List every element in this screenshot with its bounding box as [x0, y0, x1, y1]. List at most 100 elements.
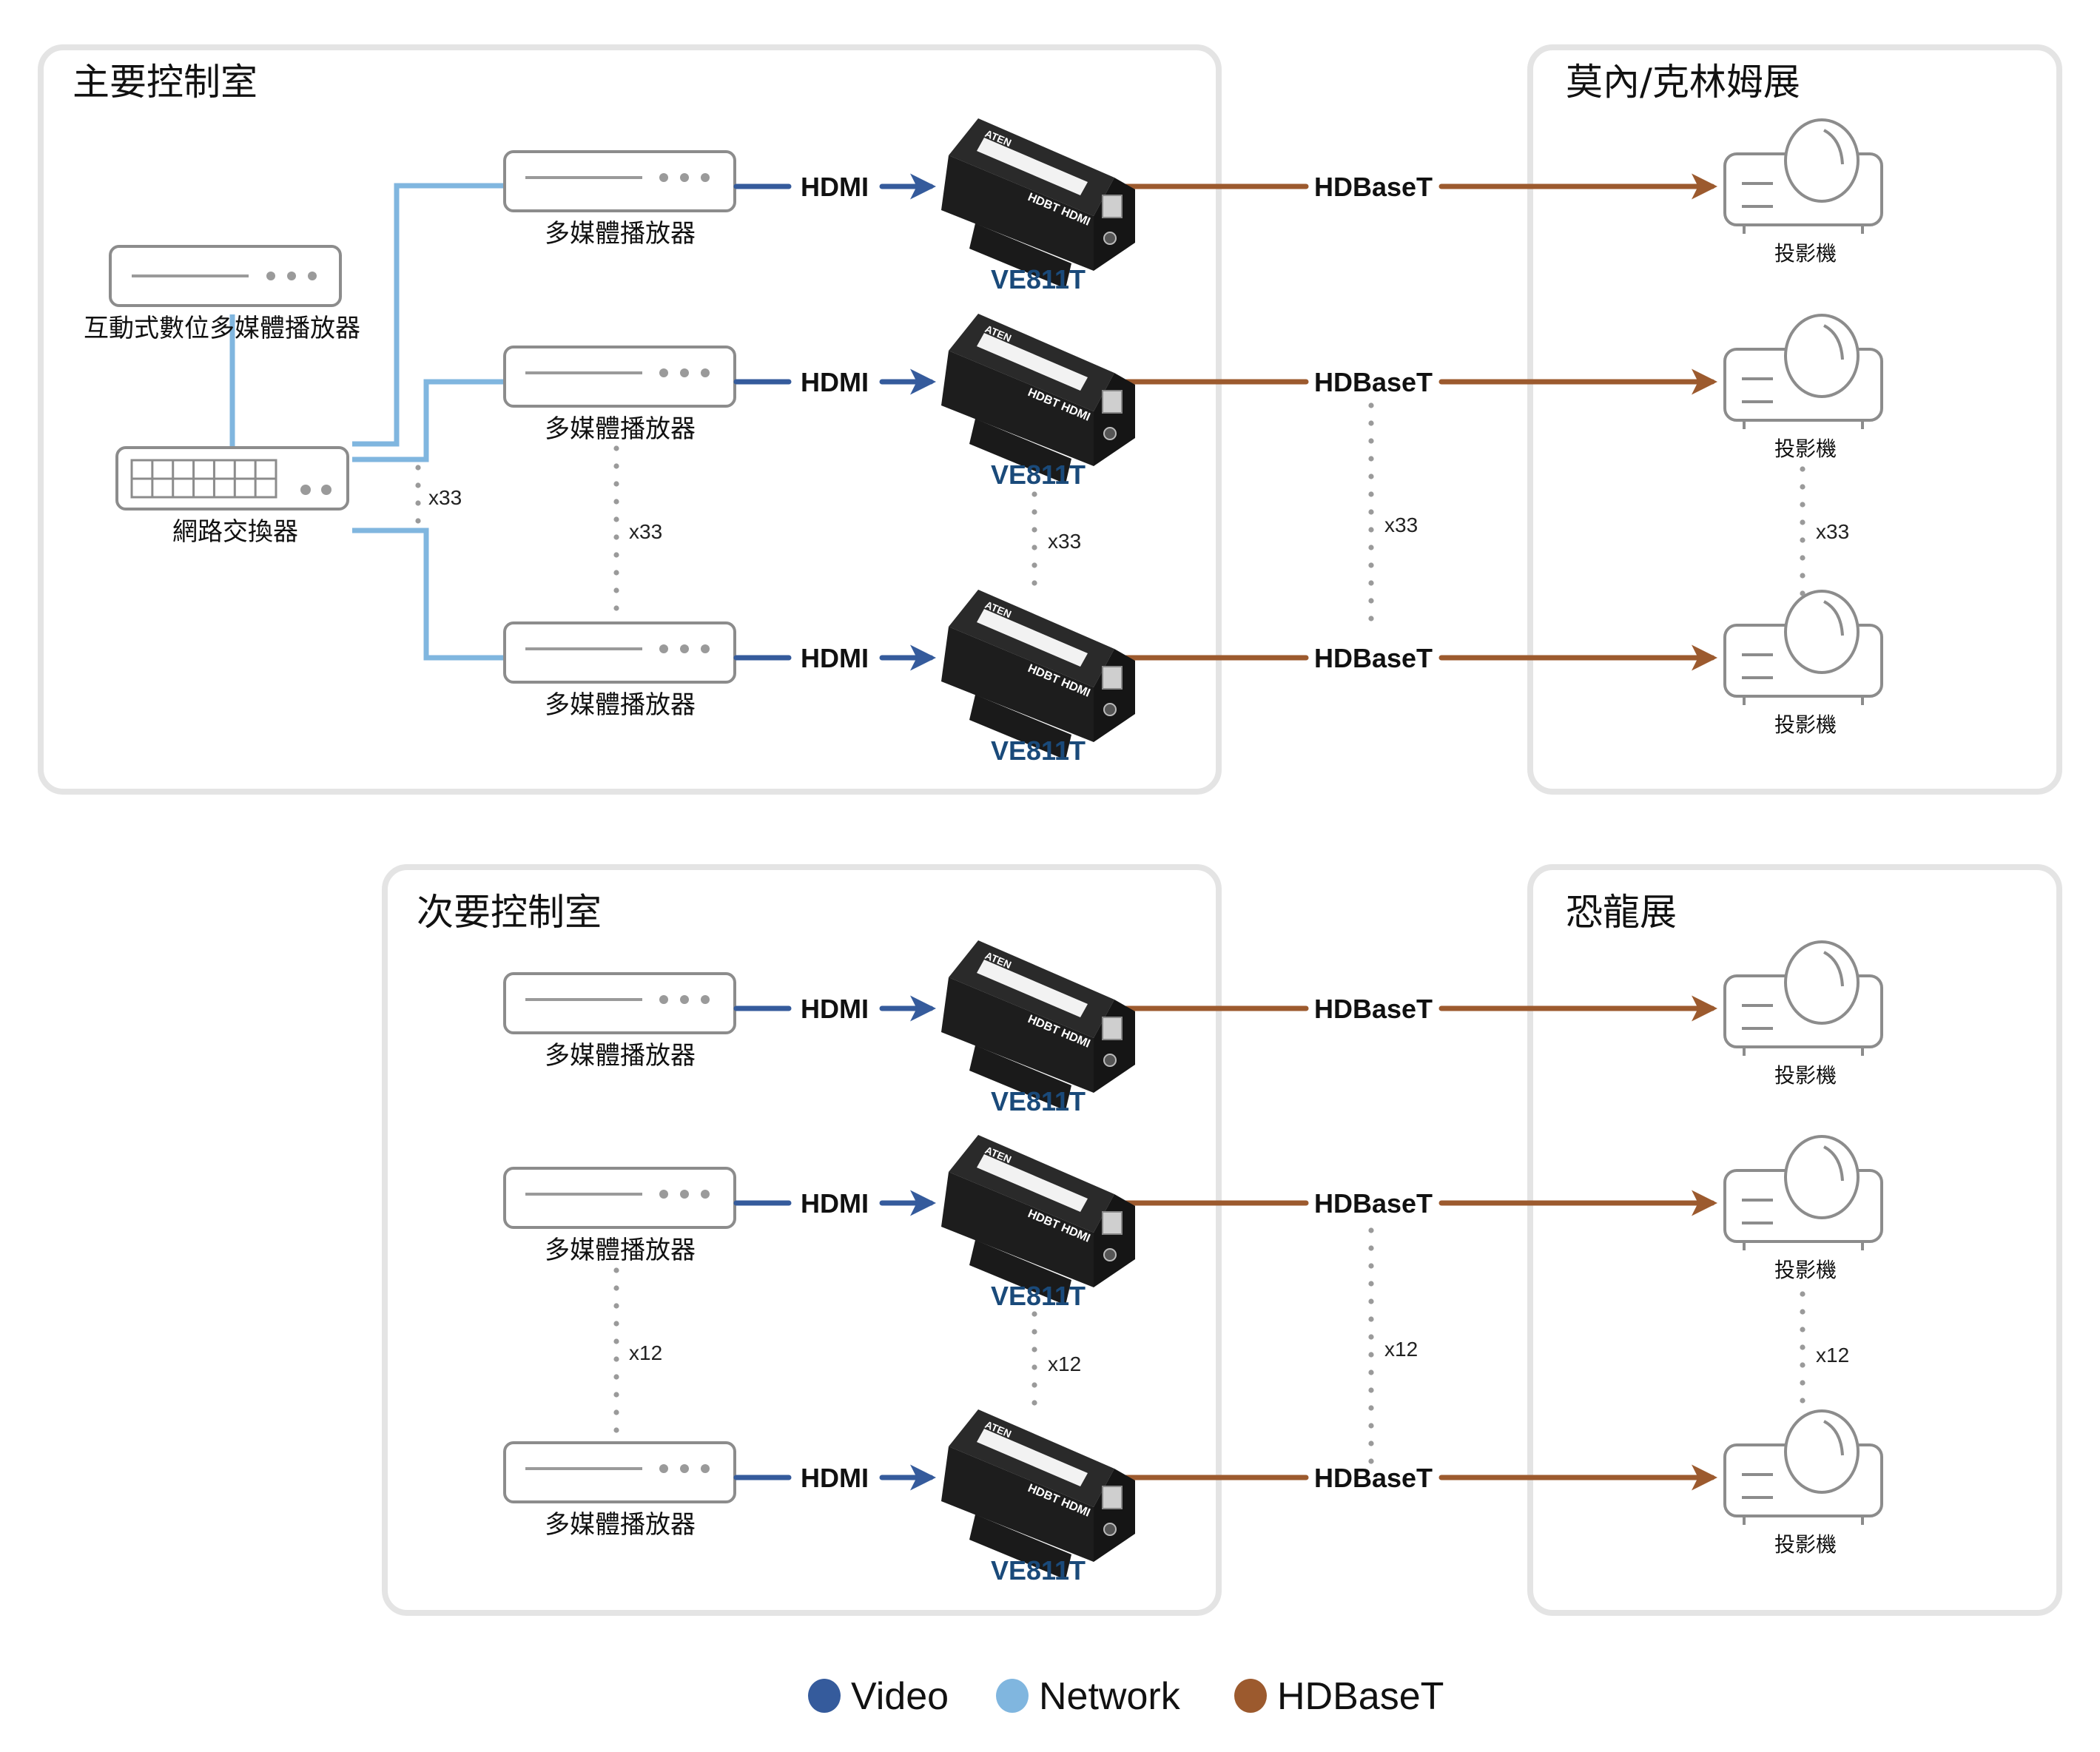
projector-label: 投影機 — [1774, 437, 1837, 461]
extender-front-face — [941, 1446, 1094, 1562]
rj45-port — [1102, 390, 1123, 414]
repeat-count-label: x12 — [1384, 1338, 1418, 1361]
repeat-dot — [613, 587, 619, 593]
hdbaset-link-label: HDBaseT — [1314, 643, 1433, 673]
extender-mount-bracket — [969, 1515, 1071, 1580]
projector-label: 投影機 — [1774, 1532, 1837, 1557]
video-link-label: HDMI — [801, 643, 869, 673]
repeat-dot — [1368, 1298, 1374, 1304]
repeat-dot — [1368, 402, 1374, 408]
repeat-dot — [1032, 562, 1037, 568]
repeat-dot — [613, 1427, 619, 1433]
repeat-dot — [1368, 1281, 1374, 1287]
repeat-dot — [1800, 1380, 1805, 1386]
repeat-dot — [1368, 1227, 1374, 1233]
projector: 投影機 — [1723, 590, 1883, 737]
projector-icon — [1723, 314, 1883, 429]
panel-title-monet-klimt-exhibit: 莫內/克林姆展 — [1566, 61, 1800, 104]
media-player-label: 多媒體播放器 — [545, 219, 696, 249]
repeat-dot — [415, 465, 421, 471]
repeat-dot — [1032, 1311, 1037, 1317]
power-jack — [1103, 703, 1117, 716]
player-led — [659, 995, 668, 1004]
repeat-dot — [1368, 420, 1374, 426]
projector-icon — [1723, 1409, 1883, 1525]
repeat-count-label: x33 — [1816, 520, 1849, 543]
extender-front-face — [941, 155, 1094, 271]
repeat-dot — [613, 1374, 619, 1380]
player-led — [680, 368, 689, 377]
power-jack — [1103, 1054, 1117, 1067]
repeat-dot — [415, 500, 421, 506]
media-player-box — [503, 1167, 736, 1229]
player-led — [701, 1464, 710, 1473]
rj45-port — [1102, 1017, 1123, 1040]
repeat-dot — [1032, 527, 1037, 533]
repeat-dot — [1368, 527, 1374, 533]
player-led — [701, 644, 710, 653]
repeat-count-label: x33 — [629, 520, 662, 543]
player-led — [701, 173, 710, 182]
hdbaset-link-label: HDBaseT — [1314, 367, 1433, 397]
repeat-dot — [1368, 1263, 1374, 1269]
repeat-dot — [1800, 1291, 1805, 1297]
repeat-dot — [1800, 1309, 1805, 1315]
repeat-dot — [1368, 474, 1374, 479]
repeat-dot — [613, 1356, 619, 1362]
projector-icon — [1723, 940, 1883, 1056]
hdbaset-link-label: HDBaseT — [1314, 1188, 1433, 1219]
repeat-count-label: x33 — [1384, 513, 1418, 536]
repeat-dot — [1368, 1441, 1374, 1446]
repeat-count-label: x33 — [1048, 530, 1081, 553]
switch-led — [321, 485, 332, 495]
repeat-dot — [613, 499, 619, 505]
repeat-dot — [1368, 1387, 1374, 1393]
repeat-indicator: x12 — [1032, 1311, 1081, 1406]
repeat-indicator: x33 — [1368, 402, 1418, 621]
projector-lens-highlight — [1823, 951, 1844, 987]
player-led — [680, 173, 689, 182]
repeat-count-label: x33 — [428, 486, 462, 509]
projector: 投影機 — [1723, 314, 1883, 461]
media-player: 多媒體播放器 — [503, 972, 736, 1071]
repeat-dot — [1800, 502, 1805, 508]
repeat-indicator: x12 — [1368, 1227, 1418, 1464]
projector-lens-highlight — [1823, 1145, 1844, 1182]
repeat-indicator: x33 — [1800, 466, 1849, 596]
repeat-dot — [1032, 491, 1037, 497]
media-player-label: 多媒體播放器 — [545, 414, 696, 444]
hdbaset-link-label: HDBaseT — [1314, 994, 1433, 1024]
projector-icon — [1723, 1135, 1883, 1250]
repeat-dot — [1032, 545, 1037, 550]
repeat-dot — [613, 516, 619, 522]
repeat-dot — [1368, 616, 1374, 621]
projector-lens — [1784, 1409, 1860, 1494]
media-player-label: 多媒體播放器 — [545, 1236, 696, 1265]
repeat-dot — [1800, 484, 1805, 490]
player-led — [701, 995, 710, 1004]
projector-lens — [1784, 940, 1860, 1025]
extender-front-face — [941, 1172, 1094, 1287]
interactive-media-player-label: 互動式數位多媒體播放器 — [84, 314, 360, 343]
repeat-dot — [415, 518, 421, 524]
panels: 主要控制室 莫內/克林姆展 次要控制室 恐龍展 — [38, 44, 2062, 1616]
player-led — [308, 272, 317, 280]
legend-swatch-network — [996, 1679, 1029, 1713]
repeat-dot — [1032, 1382, 1037, 1388]
media-player-box — [503, 150, 736, 212]
panel-title-dinosaur-exhibit: 恐龍展 — [1566, 891, 1677, 934]
network-wiring — [229, 183, 504, 661]
repeat-dot — [1800, 1398, 1805, 1404]
repeat-dot — [1800, 466, 1805, 472]
repeat-dot — [1368, 1352, 1374, 1358]
player-led — [266, 272, 275, 280]
